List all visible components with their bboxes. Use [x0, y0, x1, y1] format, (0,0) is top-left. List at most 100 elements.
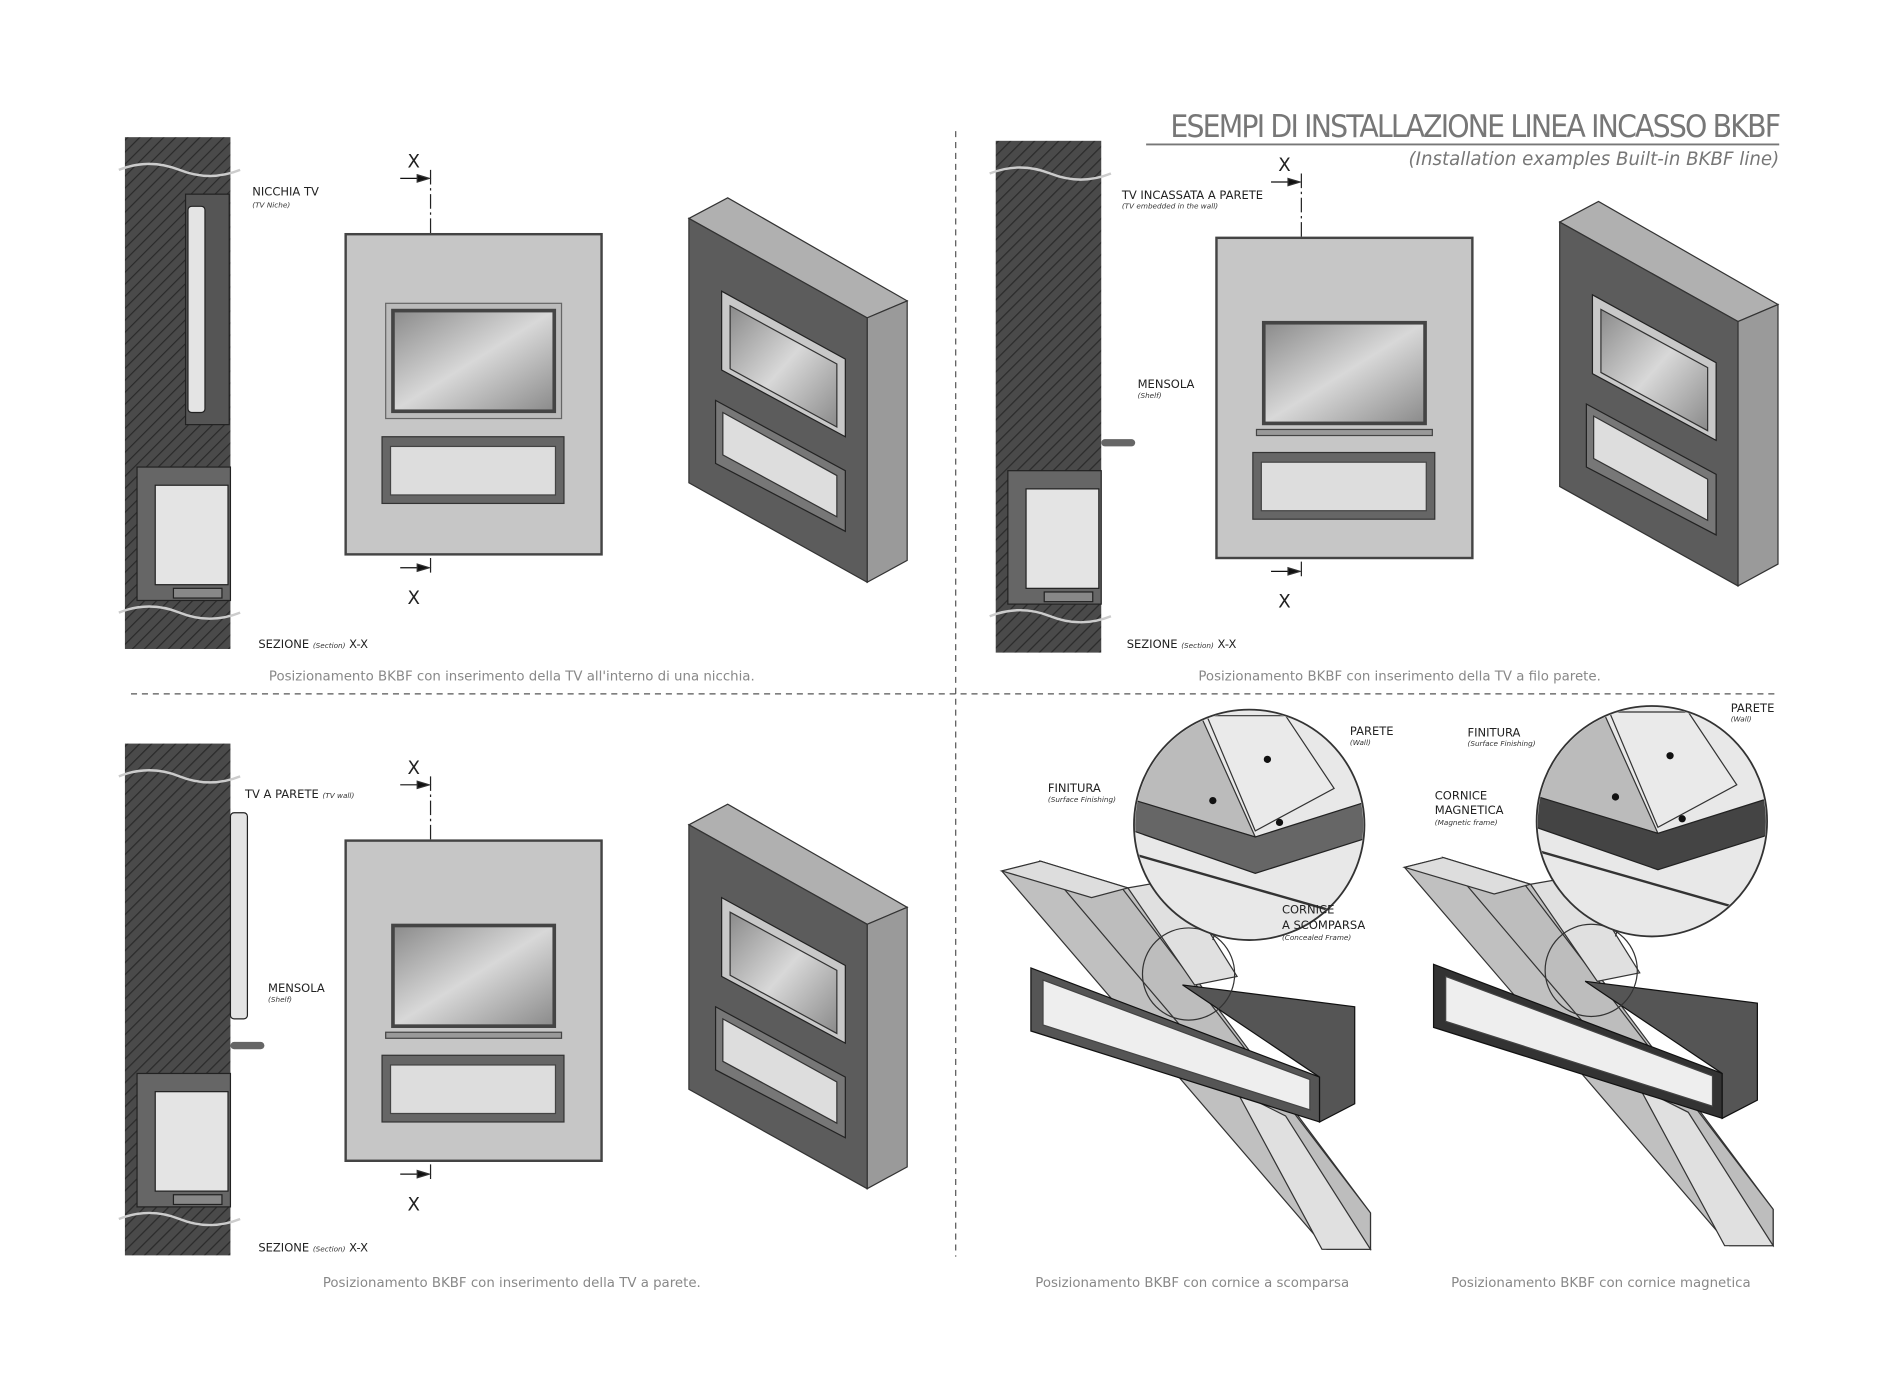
fireplace-glass: [389, 1064, 557, 1115]
break-line: [118, 769, 241, 784]
wall-surface: [1205, 715, 1335, 832]
frame-strip: [1135, 793, 1364, 874]
shelf-label: MENSOLA: [1138, 377, 1195, 391]
tv-screen: [391, 923, 557, 1028]
wall-cut-lower: [1638, 1086, 1775, 1247]
section-label: SEZIONE (Section) X-X: [258, 1241, 368, 1255]
break-line: [989, 166, 1112, 181]
detail-circle-small: [1141, 927, 1236, 1021]
detail-drawing-1: [1402, 705, 1775, 1248]
section-mark: X: [408, 151, 420, 172]
detail-concealed-frame: PARETE (Wall) FINITURA (Surface Finishin…: [1035, 724, 1393, 1291]
caption: Posizionamento BKBF con cornice magnetic…: [1451, 1276, 1751, 1291]
wall-label-en: (Wall): [1731, 715, 1752, 724]
tv-section: [229, 812, 249, 1020]
panel-drawing-0: XX: [118, 137, 909, 649]
caption: Posizionamento BKBF con inserimento dell…: [1198, 670, 1600, 685]
section-mark: X: [408, 588, 420, 609]
finish-label: FINITURA: [1468, 725, 1521, 739]
shelf-label-en: (Shelf): [268, 995, 292, 1004]
iso-tv-screen: [729, 911, 838, 1035]
tv-screen: [391, 308, 557, 414]
frame-label-en: (Magnetic frame): [1435, 818, 1498, 827]
wall-cut-lower: [1235, 1090, 1372, 1250]
section-arrow-head: [416, 1169, 432, 1179]
iso-tv-screen: [729, 304, 838, 429]
section-mark: X: [408, 1195, 420, 1216]
callout-dot: [1263, 755, 1272, 763]
fireplace-side: [1182, 984, 1356, 1123]
frame-strip: [1537, 790, 1766, 871]
fireplace-glass: [1445, 975, 1714, 1108]
fireplace-glass: [389, 445, 557, 496]
finish-label-en: (Surface Finishing): [1048, 795, 1116, 804]
iso-tv-screen: [1600, 308, 1709, 432]
section-mark: X: [408, 758, 420, 779]
fireplace-base: [172, 1194, 223, 1206]
detail-magnetic-frame: PARETE (Wall) FINITURA (Surface Finishin…: [1435, 701, 1775, 1291]
fireplace-body: [154, 484, 229, 586]
fireplace-base: [1043, 591, 1094, 603]
section-arrow-head: [1287, 177, 1303, 187]
break-line: [118, 1211, 241, 1227]
shelf-label-en: (Shelf): [1138, 391, 1162, 400]
frame-label-en: (Concealed Frame): [1282, 933, 1351, 942]
section-label: SEZIONE (Section) X-X: [1127, 637, 1237, 651]
section-label: SEZIONE (Section) X-X: [258, 637, 368, 651]
tv-embedded-label-en: (TV embedded in the wall): [1122, 202, 1218, 211]
callout-dot: [1678, 815, 1686, 823]
shelf-label: MENSOLA: [268, 981, 325, 995]
section-arrow-head: [416, 563, 432, 573]
wall-label: PARETE: [1731, 701, 1775, 715]
tv-screen: [1261, 320, 1427, 426]
page-title: ESEMPI DI INSTALLAZIONE LINEA INCASSO BK…: [1170, 109, 1779, 145]
section-arrow-head: [416, 780, 432, 790]
callout-dot: [1275, 818, 1284, 827]
callout-dot: [1611, 793, 1620, 801]
shelf-section: [1101, 439, 1136, 447]
section-arrow-head: [416, 173, 432, 183]
wall-label-en: (Wall): [1350, 738, 1371, 747]
tv-wall-label: TV A PARETE (TV wall): [244, 787, 354, 801]
fireplace-base: [172, 587, 223, 599]
tv-niche-label: NICCHIA TV: [252, 184, 319, 198]
iso-fireplace-glass: [722, 1017, 838, 1125]
iso-side: [866, 299, 908, 584]
break-line: [118, 162, 241, 178]
break-line: [118, 605, 241, 620]
fireplace-glass: [1042, 979, 1311, 1111]
iso-fireplace-glass: [722, 411, 838, 518]
shelf: [1255, 428, 1433, 437]
caption: Posizionamento BKBF con inserimento dell…: [269, 670, 755, 685]
frame-label-1: CORNICE: [1435, 788, 1487, 802]
iso-side: [1737, 303, 1779, 587]
tv-section: [187, 205, 206, 414]
callout-dot: [1209, 796, 1217, 805]
frame-label-2: MAGNETICA: [1435, 803, 1504, 817]
page-subtitle: (Installation examples Built-in BKBF lin…: [1409, 149, 1780, 170]
frame-label-1: CORNICE: [1282, 902, 1334, 916]
detail-circle-small: [1544, 923, 1638, 1018]
fireplace-side: [1584, 980, 1758, 1120]
break-line: [989, 608, 1112, 624]
finish-label-en: (Surface Finishing): [1468, 739, 1536, 748]
wall-label: PARETE: [1350, 724, 1394, 738]
finish-label: FINITURA: [1048, 781, 1101, 795]
panel-drawing-2: XX: [118, 743, 909, 1256]
wall-surface: [1608, 711, 1738, 829]
section-mark: X: [1278, 155, 1290, 176]
fireplace-body: [154, 1091, 229, 1192]
fireplace-body: [1025, 488, 1100, 589]
iso-side: [866, 906, 908, 1190]
detail-drawing-0: [999, 708, 1372, 1251]
panel-drawing-1: XX: [989, 140, 1780, 653]
frame-label-2: A SCOMPARSA: [1282, 918, 1365, 932]
panel-niche: NICCHIA TV (TV Niche) SEZIONE (Section) …: [252, 184, 754, 684]
tv-niche-label-en: (TV Niche): [252, 201, 290, 210]
iso-fireplace-glass: [1593, 415, 1709, 522]
section-mark: X: [1278, 592, 1290, 613]
caption: Posizionamento BKBF con inserimento dell…: [323, 1276, 701, 1291]
section-arrow-head: [1287, 566, 1303, 576]
shelf: [385, 1031, 563, 1039]
